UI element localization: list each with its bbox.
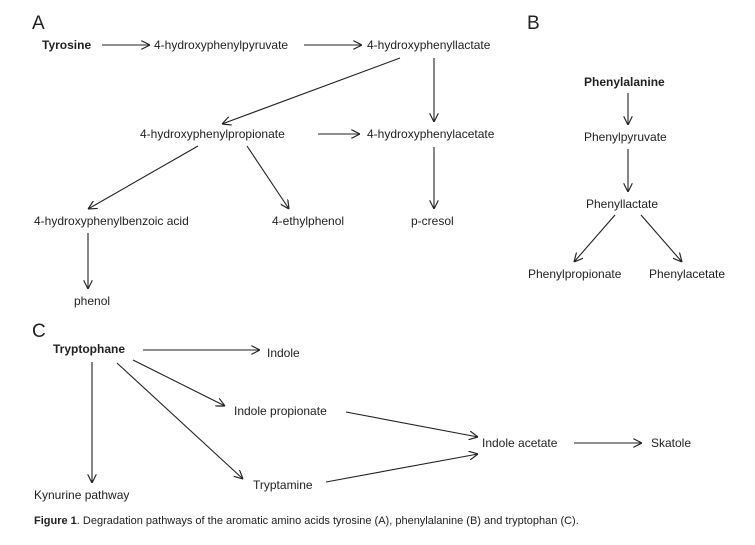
arrow-tryptophane-to-indole-propionate [132,359,225,406]
node-4-hydroxyphenylbenzoic-acid: 4-hydroxyphenylbenzoic acid [34,214,189,228]
panel-label-a: A [32,13,45,34]
node-4-hydroxyphenylpyruvate: 4-hydroxyphenylpyruvate [154,38,289,52]
node-tyrosine: Tyrosine [42,38,92,52]
node-tryptamine: Tryptamine [253,478,313,492]
panel-label-c: C [32,321,46,342]
node-4-hydroxyphenyllactate: 4-hydroxyphenyllactate [367,38,491,52]
node-p-cresol: p-cresol [411,214,454,228]
node-indole-acetate: Indole acetate [482,436,558,450]
node-indole-propionate: Indole propionate [234,404,327,418]
node-phenylalanine: Phenylalanine [584,75,665,89]
arrow-tryptamine-to-indole-acetate [325,454,478,483]
figure-caption-text: . Degradation pathways of the aromatic a… [76,515,579,527]
node-phenylpyruvate: Phenylpyruvate [584,130,667,144]
arrow-hppropionate-to-benzoic [88,145,199,209]
arrow-hplactate-to-hppropionate [222,57,401,124]
panel-label-b: B [527,13,540,34]
node-skatole: Skatole [651,436,692,450]
arrow-phenyllactate-to-phenylpropionate [574,214,616,262]
node-phenylpropionate: Phenylpropionate [528,267,622,281]
figure-caption: Figure 1. Degradation pathways of the ar… [34,515,579,528]
node-phenol: phenol [74,294,111,308]
node-4-hydroxyphenylacetate: 4-hydroxyphenylacetate [367,127,495,141]
node-kynurine-pathway: Kynurine pathway [34,488,130,502]
node-phenyllactate: Phenyllactate [586,197,659,211]
node-phenylacetate: Phenylacetate [649,267,726,281]
arrow-hppropionate-to-ethylphenol [246,145,289,209]
node-4-hydroxyphenylpropionate: 4-hydroxyphenylpropionate [140,127,285,141]
figure-caption-label: Figure 1 [34,515,77,527]
arrow-indole-propionate-to-indole-acetate [345,411,478,437]
arrow-phenyllactate-to-phenylacetate [640,214,682,262]
node-indole: Indole [267,346,300,360]
node-tryptophane: Tryptophane [53,342,126,356]
node-4-ethylphenol: 4-ethylphenol [272,214,345,228]
arrow-tryptophane-to-tryptamine [116,362,243,479]
